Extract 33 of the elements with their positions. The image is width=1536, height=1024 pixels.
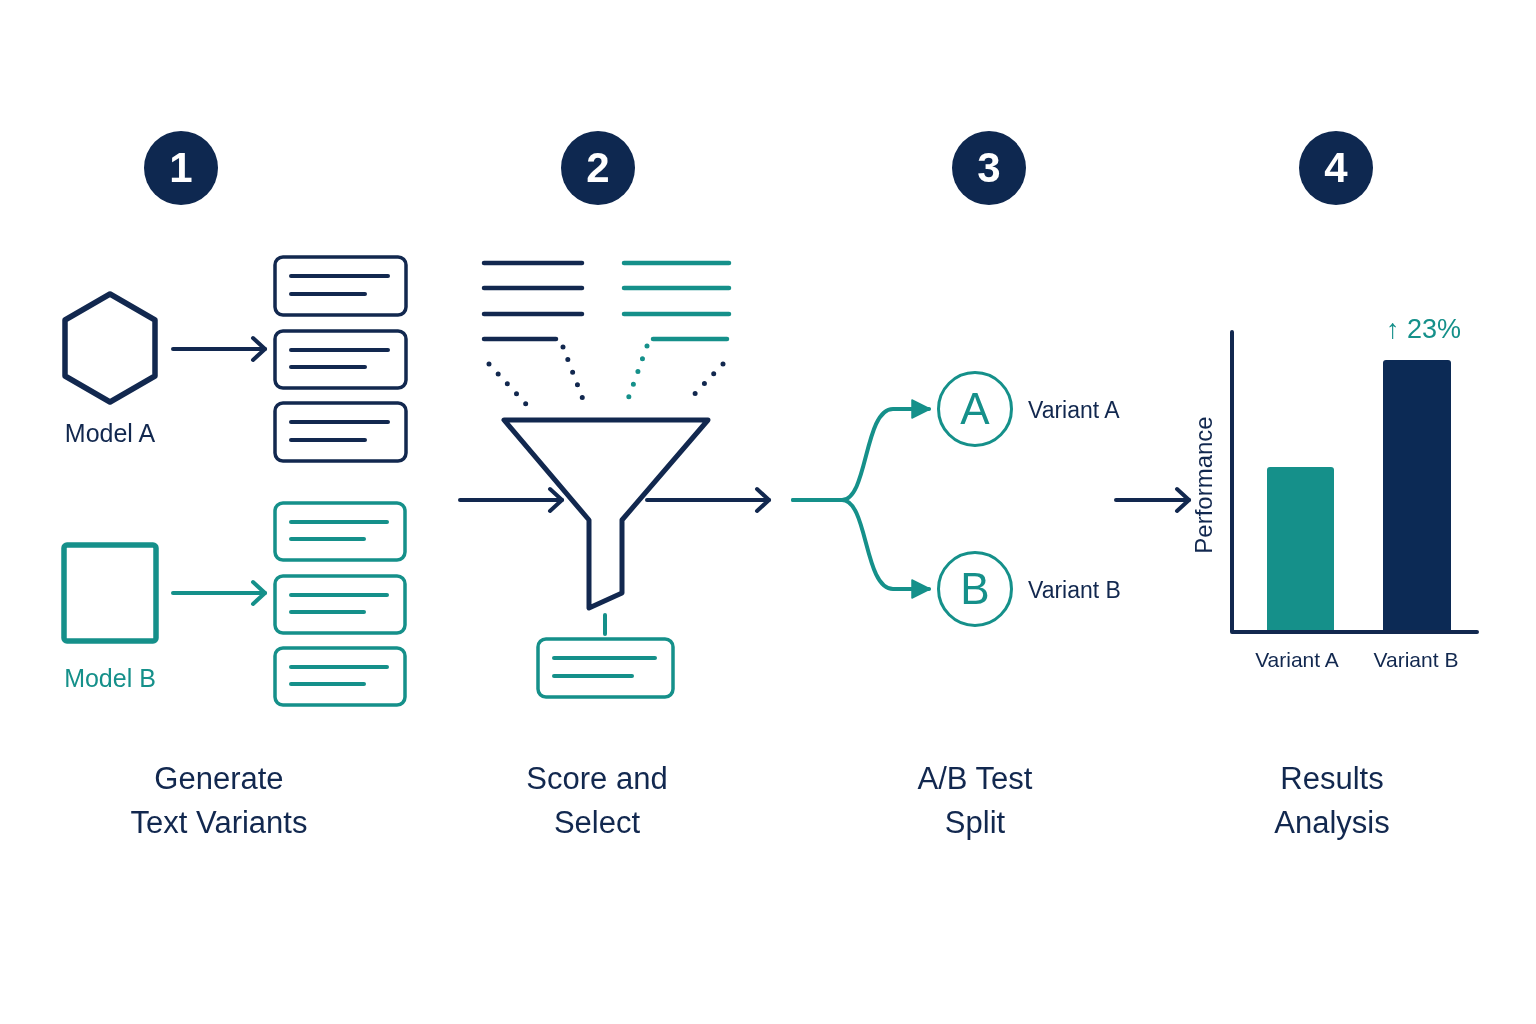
category-label: Variant B — [1372, 647, 1460, 672]
variant-label: Variant A — [1028, 397, 1120, 423]
connector-line — [603, 613, 607, 636]
step-number: 2 — [561, 131, 635, 205]
arrow — [645, 487, 771, 513]
document-card — [273, 329, 408, 390]
category-label: Variant A — [1254, 647, 1340, 672]
document-card — [536, 637, 675, 699]
document-card — [273, 501, 407, 562]
funnel-shape — [499, 415, 713, 612]
step-number: 3 — [952, 131, 1026, 205]
variant-circle: B — [937, 551, 1013, 627]
document-card — [273, 574, 407, 635]
arrow — [171, 336, 267, 362]
axis-title: Performance — [1189, 415, 1218, 556]
variant-label: Variant B — [1028, 577, 1121, 603]
step-caption: Results Analysis — [1273, 760, 1391, 842]
document-card — [273, 646, 407, 707]
model-label: Model B — [64, 663, 156, 693]
variant-circle: A — [937, 371, 1013, 447]
document-card — [273, 255, 408, 317]
step-caption: Generate Text Variants — [129, 760, 309, 842]
arrow — [1114, 487, 1191, 513]
document-card — [273, 401, 408, 463]
percent-change-label: ↑ 23% — [1386, 313, 1463, 345]
split-arrow — [791, 498, 931, 599]
step-caption: A/B Test Split — [916, 760, 1034, 842]
arrow — [458, 487, 564, 513]
arrow — [171, 580, 267, 606]
step-number: 1 — [144, 131, 218, 205]
step-caption: Score and Select — [525, 760, 669, 842]
step-number: 4 — [1299, 131, 1373, 205]
model-label: Model A — [64, 418, 156, 448]
